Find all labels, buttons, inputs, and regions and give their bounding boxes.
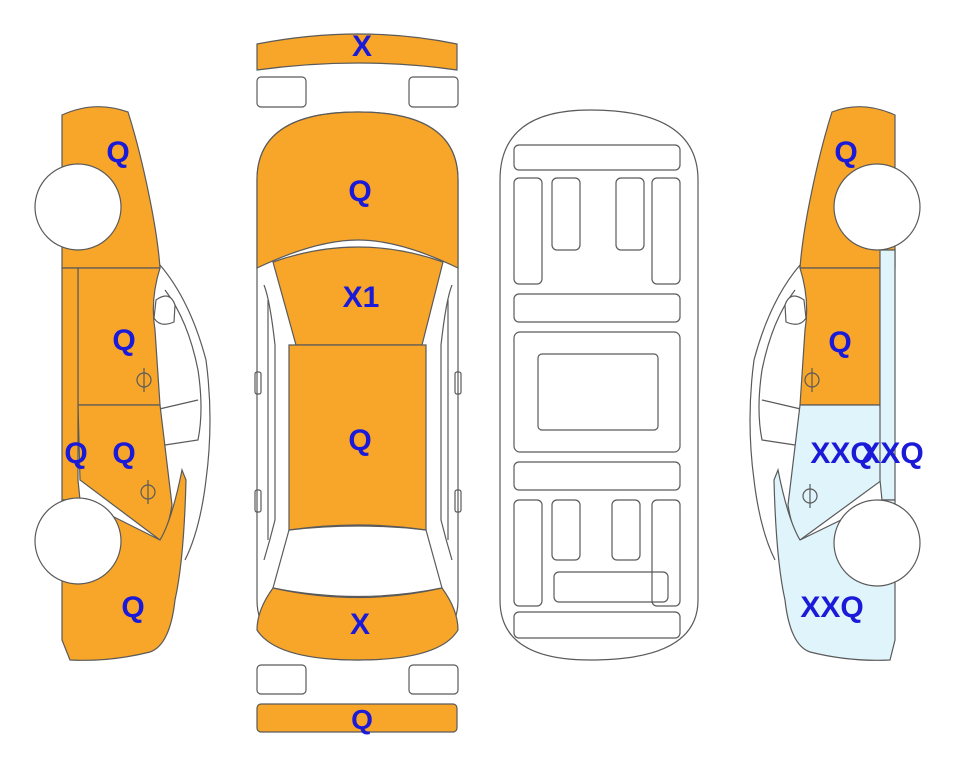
front-bumper-label: X (352, 30, 372, 63)
right-side-view: Q Q XXQ XXQ XXQ (749, 106, 924, 661)
rear-light-right (408, 664, 459, 695)
rear-bumper-label: Q (351, 704, 373, 735)
front-headlight-right (408, 76, 459, 108)
top-windshield[interactable]: X1 (272, 246, 444, 346)
top-roof-label: Q (348, 424, 371, 457)
right-rear-door-label: XXQ (810, 437, 873, 470)
left-rear-wheel (34, 497, 122, 585)
top-trunk[interactable]: X (256, 587, 459, 661)
right-rear-wheel (833, 499, 921, 587)
top-windshield-label: X1 (343, 281, 380, 314)
left-rear-door[interactable]: Q (77, 404, 173, 541)
top-roof[interactable]: Q (288, 344, 427, 531)
rear-bumper[interactable]: Q (256, 703, 458, 735)
left-front-fender-label: Q (106, 136, 129, 169)
left-rear-quarter-label: Q (121, 591, 144, 624)
left-front-wheel (34, 163, 122, 251)
top-trunk-label: X (350, 608, 370, 641)
top-hood-label: Q (348, 175, 371, 208)
left-side-view: Q Q Q Q Q (34, 106, 211, 661)
right-rocker-label: XXQ (860, 437, 923, 470)
front-headlight-left (256, 76, 307, 108)
left-rocker[interactable]: Q (61, 267, 88, 501)
underside-view (499, 109, 699, 661)
right-front-door[interactable]: Q (799, 267, 881, 406)
top-view: Q X1 Q X (254, 111, 462, 661)
right-front-fender-label: Q (834, 136, 857, 169)
left-rear-door-label: Q (112, 437, 135, 470)
right-rear-quarter-label: XXQ (800, 591, 863, 624)
right-rocker[interactable]: XXQ (860, 249, 924, 501)
front-bumper[interactable]: X (256, 30, 458, 71)
right-front-door-label: Q (828, 326, 851, 359)
left-rocker-label: Q (64, 437, 87, 470)
left-front-door[interactable]: Q (77, 267, 161, 406)
rear-light-left (256, 664, 307, 695)
left-front-door-label: Q (112, 324, 135, 357)
right-front-wheel (833, 163, 921, 251)
top-hood[interactable]: Q (256, 111, 459, 269)
